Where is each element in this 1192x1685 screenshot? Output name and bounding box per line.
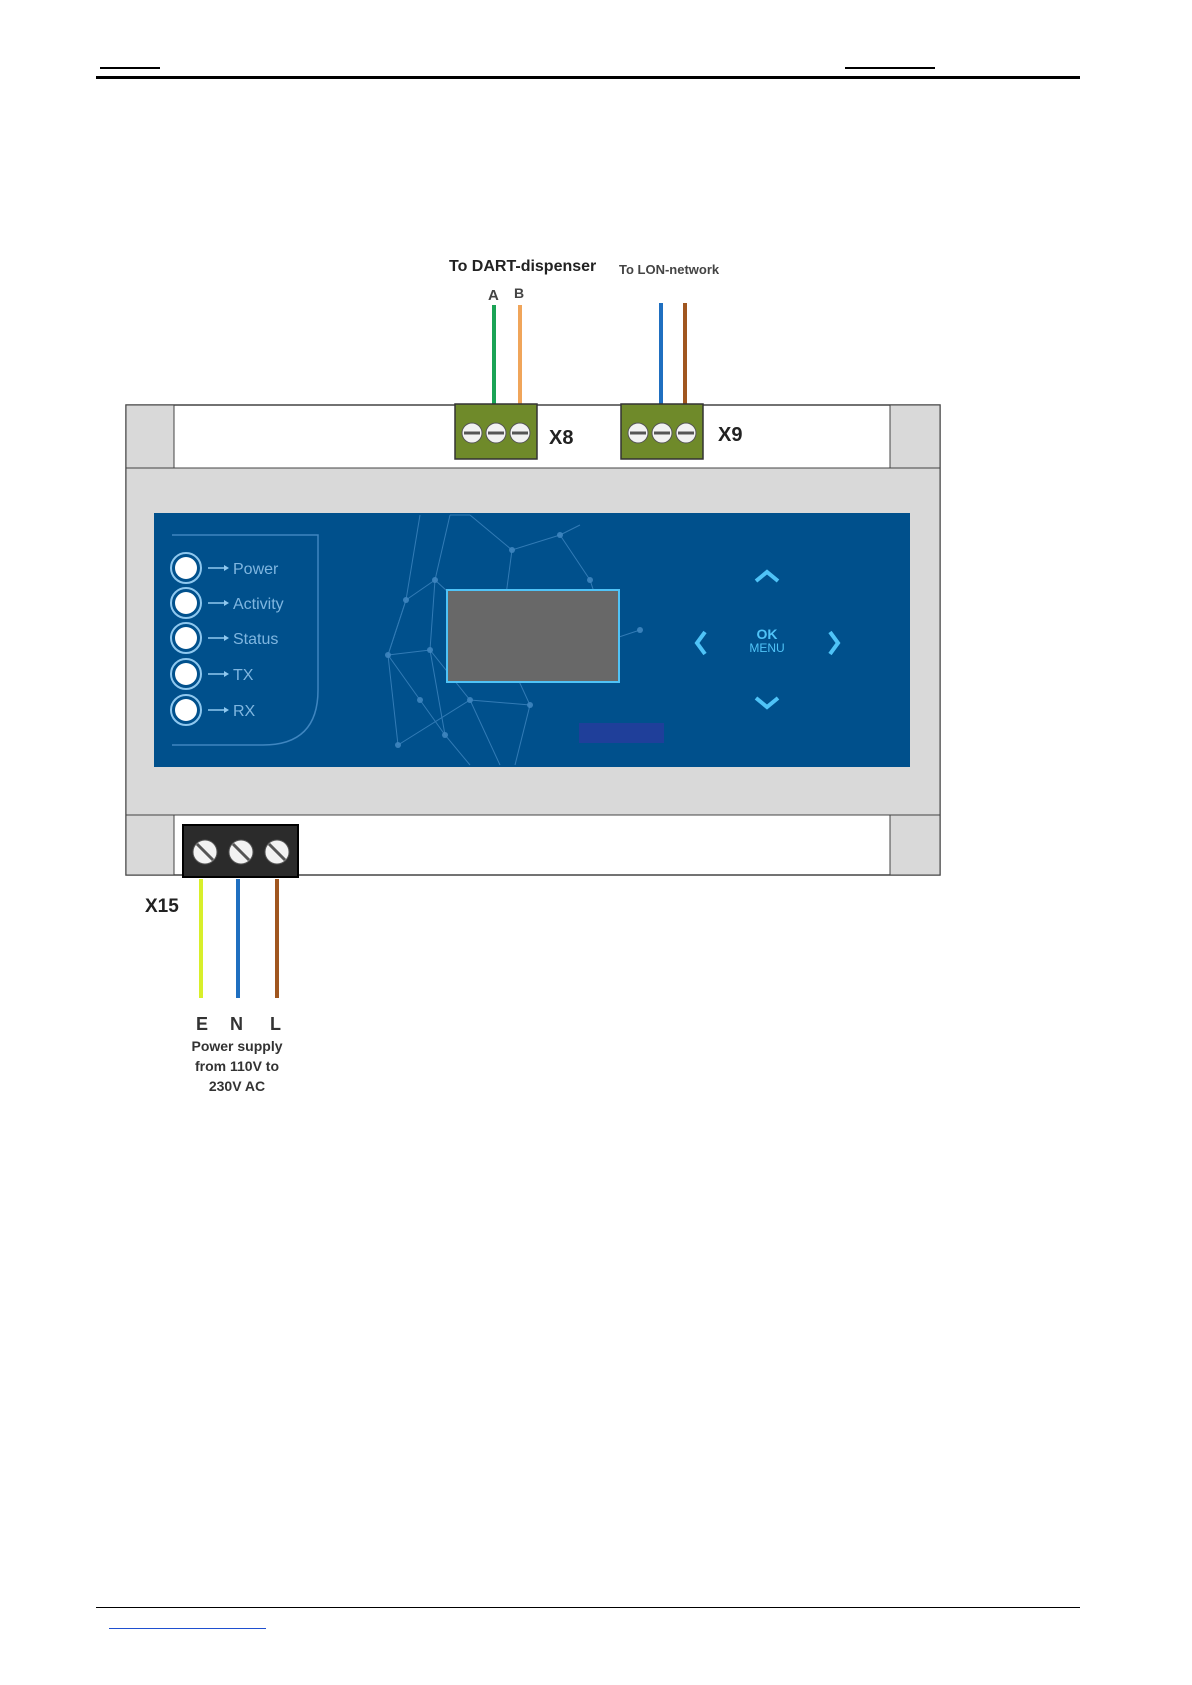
panel-dark-strip [579,723,664,743]
x8-wire-label-b: B [514,285,524,301]
x8-label: X8 [549,427,573,449]
x15-wire-label-l: L [270,1014,281,1034]
x15-label: X15 [145,896,179,917]
x8-wire-label-a: A [488,287,499,304]
x8-terminal-block [455,404,537,459]
x9-title: To LON-network [619,262,720,277]
x15-wire-label-e: E [196,1014,208,1034]
lcd-display [447,590,619,682]
led-label-power: Power [233,561,279,578]
led-label-tx: TX [233,667,254,684]
x9-label: X9 [718,424,742,446]
x15-wire-label-n: N [230,1014,243,1034]
x15-caption-line-1: Power supply [191,1038,282,1054]
x15-terminal-block [183,825,298,877]
led-label-activity: Activity [233,596,284,613]
menu-label[interactable]: MENU [749,641,784,655]
led-label-rx: RX [233,703,256,720]
x15-caption-line-2: from 110V to [195,1058,279,1074]
x8-title: To DART-dispenser [449,258,596,275]
x9-terminal-block [621,404,703,459]
led-label-status: Status [233,631,278,648]
x15-caption-line-3: 230V AC [209,1078,265,1094]
ok-label[interactable]: OK [757,626,778,642]
